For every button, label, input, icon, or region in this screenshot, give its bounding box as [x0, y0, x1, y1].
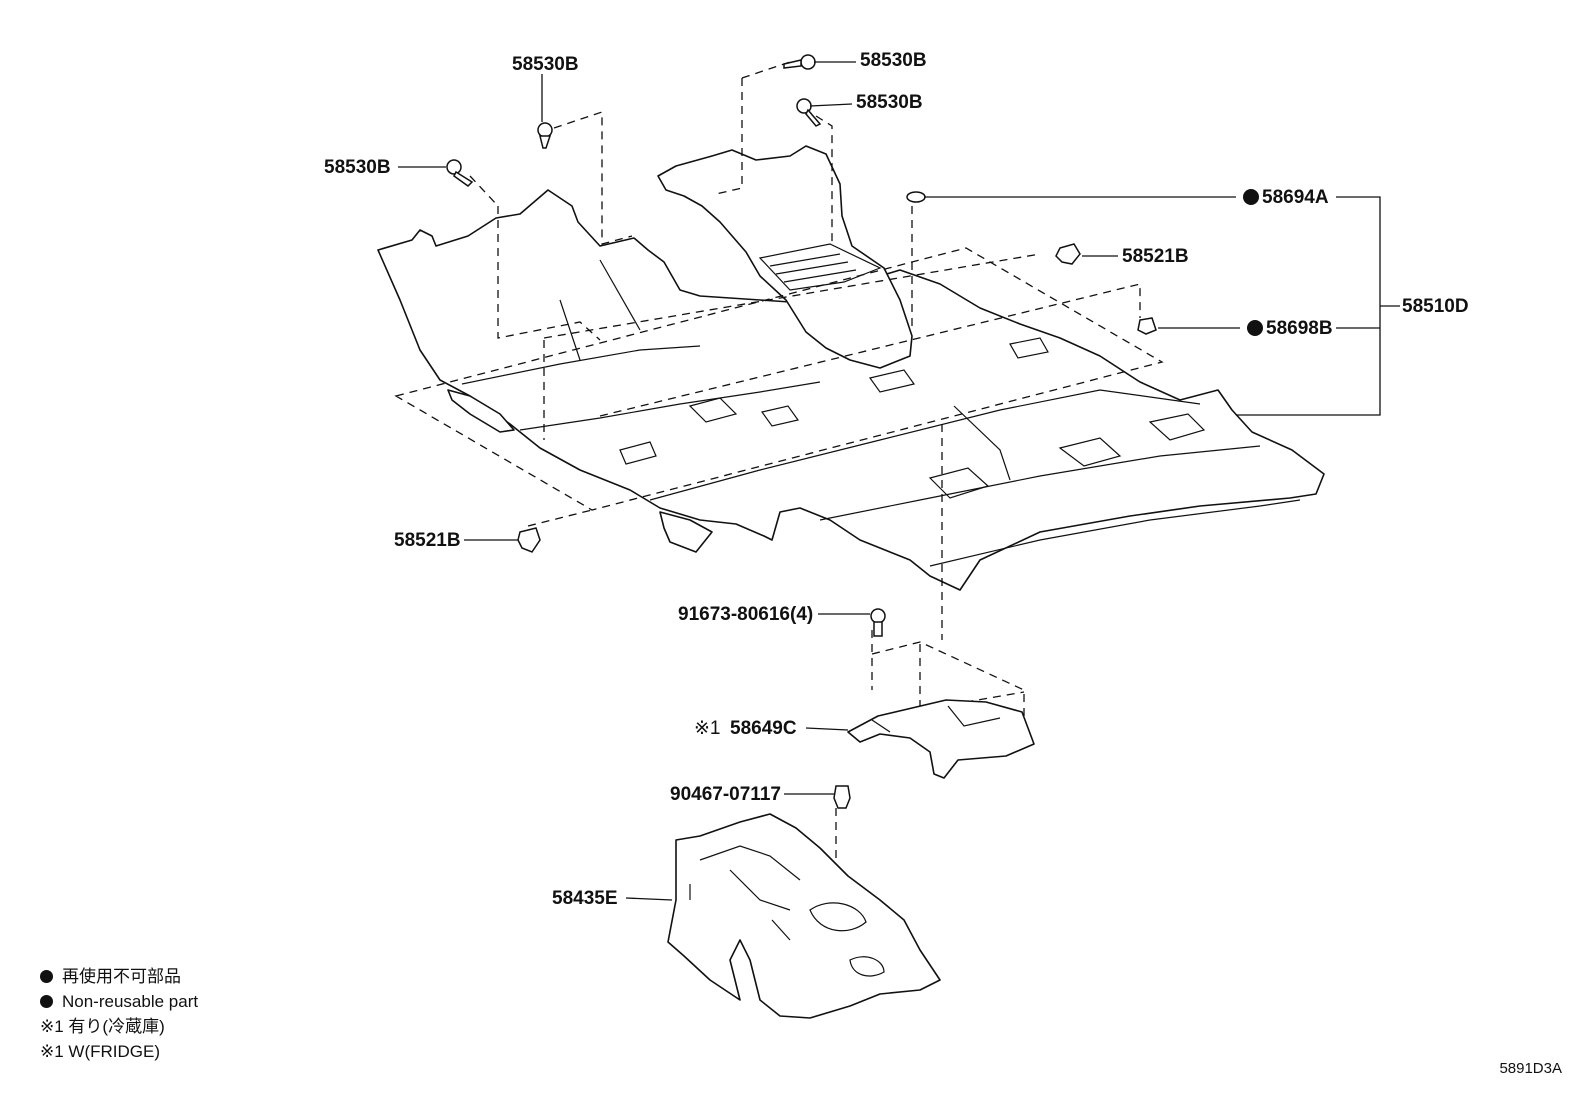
fastener-58530B-a	[537, 122, 553, 149]
callout-58521B-a[interactable]: 58521B	[1122, 246, 1189, 267]
clip-58521B-a	[1055, 243, 1081, 265]
callout-58521B-b[interactable]: 58521B	[394, 530, 461, 551]
callout-58530B-b[interactable]: 58530B	[860, 50, 927, 71]
legend-row-non-reusable-en: Non-reusable part	[40, 989, 198, 1014]
callout-58510D[interactable]: 58510D	[1402, 296, 1469, 317]
callout-58530B-a[interactable]: 58530B	[512, 54, 579, 75]
non-reusable-marker-58698B	[1247, 320, 1263, 336]
legend-row-fridge-jp: ※1 有り(冷蔵庫)	[40, 1017, 165, 1036]
fastener-58694A	[906, 191, 926, 203]
diagram-code: 5891D3A	[1499, 1060, 1562, 1077]
fastener-58530B-d	[446, 159, 474, 187]
legend-row-non-reusable-jp: 再使用不可部品	[40, 964, 198, 989]
clip-58521B-b	[517, 527, 541, 553]
non-reusable-marker-58694A	[1243, 189, 1259, 205]
clip-58698B	[1137, 317, 1157, 335]
callout-58649C[interactable]: 58649C	[730, 718, 797, 739]
filled-circle-icon	[40, 995, 53, 1008]
callout-91673-80616[interactable]: 91673-80616(4)	[678, 604, 813, 625]
assembly-guide-lines	[394, 61, 1164, 890]
leader-lines	[398, 61, 1400, 901]
callout-58530B-d[interactable]: 58530B	[324, 157, 391, 178]
legend-row-fridge-en: ※1 W(FRIDGE)	[40, 1042, 161, 1061]
fastener-58530B-c	[796, 98, 822, 127]
bolt-91673-80616	[870, 608, 886, 637]
callout-90467-07117[interactable]: 90467-07117	[670, 784, 781, 805]
fastener-58530B-b	[783, 54, 816, 70]
callout-58435E[interactable]: 58435E	[552, 888, 618, 909]
callout-58649C-mark: ※1	[694, 718, 721, 739]
rear-floor-silencer	[667, 813, 941, 1019]
floor-carpet-main	[377, 145, 1325, 591]
callout-58530B-c[interactable]: 58530B	[856, 92, 923, 113]
callout-58698B[interactable]: 58698B	[1266, 318, 1333, 339]
clip-90467-07117	[833, 785, 851, 809]
legend: 再使用不可部品 Non-reusable part ※1 有り(冷蔵庫) ※1 …	[40, 964, 198, 1064]
floor-under-cover	[847, 699, 1035, 779]
callout-58694A[interactable]: 58694A	[1262, 187, 1329, 208]
filled-circle-icon	[40, 970, 53, 983]
